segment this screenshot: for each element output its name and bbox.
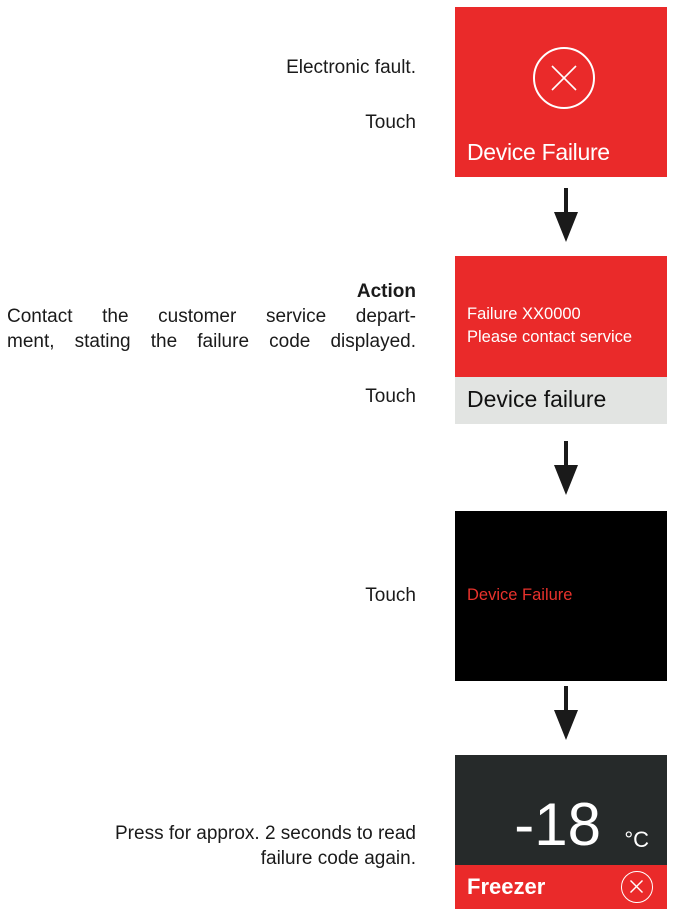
device-failure-footer[interactable]: Device failure — [455, 377, 667, 424]
touch-instruction-3: Touch — [365, 585, 416, 606]
temperature-unit: °C — [624, 827, 649, 852]
screen-title: Device Failure — [467, 139, 610, 165]
x-circle-icon — [533, 47, 595, 109]
contact-service-text: Please contact service — [467, 328, 633, 346]
footer-title: Device failure — [467, 386, 607, 412]
action-description: Contact the customer service depart- men… — [7, 304, 416, 354]
failure-code-screen[interactable]: Failure XX0000 Please contact service — [455, 256, 667, 377]
freezer-label: Freezer — [467, 874, 546, 899]
press-line-1: Press for approx. 2 seconds to read — [115, 823, 416, 844]
down-arrow-icon — [554, 441, 578, 495]
fault-description: Electronic fault. — [286, 57, 416, 78]
temperature-value: -18 — [514, 791, 601, 858]
down-arrow-icon — [554, 686, 578, 740]
press-line-2: failure code again. — [260, 848, 416, 869]
action-heading: Action — [356, 281, 416, 302]
failure-code-text: Failure XX0000 — [467, 305, 581, 323]
action-line-1: Contact the customer service depart- — [7, 306, 416, 327]
x-circle-icon[interactable] — [621, 871, 653, 903]
press-instruction: Press for approx. 2 seconds to read fail… — [7, 821, 416, 871]
action-line-2: ment, stating the failure code displayed… — [7, 331, 416, 352]
device-failure-screen[interactable]: Device Failure — [455, 7, 667, 177]
down-arrow-icon — [554, 188, 578, 242]
touch-instruction-2: Touch — [365, 386, 416, 407]
screen-title: Device Failure — [467, 586, 573, 604]
standby-failure-screen[interactable]: Device Failure — [455, 511, 667, 681]
freezer-bar[interactable]: Freezer — [455, 865, 667, 909]
temperature-screen: -18 °C — [455, 755, 667, 865]
touch-instruction-1: Touch — [365, 112, 416, 133]
